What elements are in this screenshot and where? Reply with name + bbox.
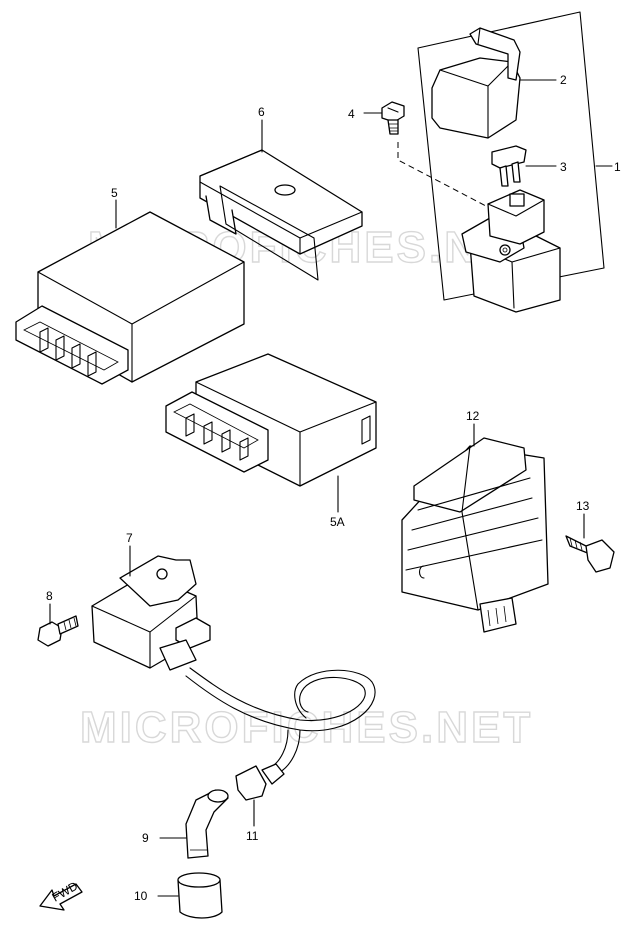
fit-line-4 (397, 142, 487, 207)
plug-cap (185, 789, 229, 859)
callout-11: 11 (246, 829, 259, 843)
regulator-rectifier (401, 437, 549, 633)
callout-3: 3 (560, 160, 567, 174)
plug-boot (177, 872, 223, 919)
callout-13: 13 (576, 499, 590, 513)
forward-arrow-icon: FWD (39, 879, 83, 911)
starter-relay (461, 189, 561, 313)
cap-seal (235, 763, 285, 801)
callout-5a: 5A (330, 515, 345, 529)
callout-12: 12 (466, 409, 480, 423)
bolt-13 (565, 535, 615, 573)
rubber-cover (199, 149, 363, 281)
ignition-coil (91, 555, 211, 671)
callout-6: 6 (258, 105, 265, 119)
relay-assembly-group (417, 11, 613, 301)
fuse (491, 145, 527, 187)
callout-5: 5 (111, 186, 118, 200)
callout-4: 4 (348, 107, 355, 121)
control-module-5a (165, 353, 377, 487)
callout-8: 8 (46, 589, 53, 603)
group-outline (417, 11, 605, 301)
bolt-8 (37, 615, 79, 647)
relay-cover (431, 27, 521, 139)
screw-4 (381, 101, 405, 135)
callout-9: 9 (142, 831, 149, 845)
callout-1: 1 (614, 160, 621, 174)
callout-7: 7 (126, 531, 133, 545)
watermark-bottom: MICROFICHES.NET (80, 703, 533, 752)
callout-10: 10 (134, 889, 148, 903)
callout-2: 2 (560, 73, 567, 87)
control-module-5 (15, 211, 245, 385)
high-tension-lead (189, 667, 366, 722)
